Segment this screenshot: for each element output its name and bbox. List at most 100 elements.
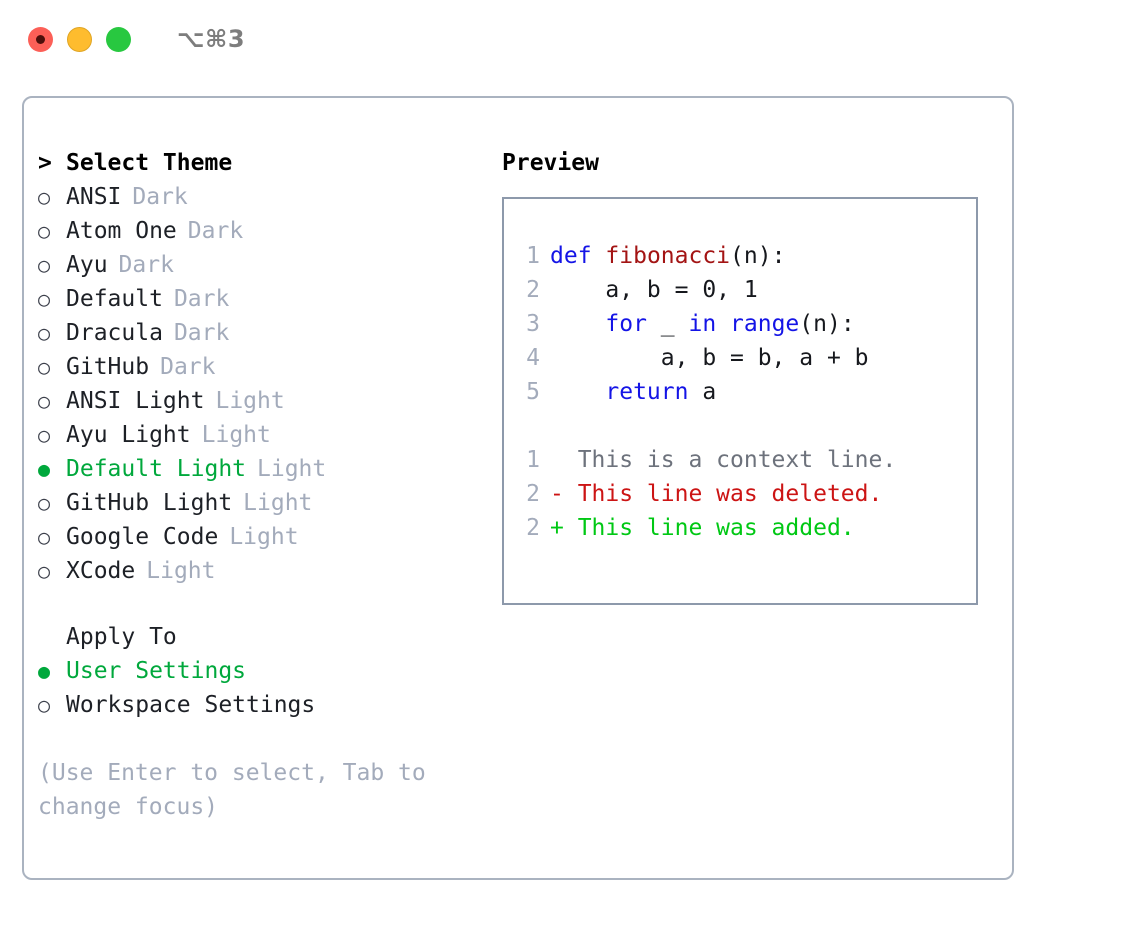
radio-unselected-icon: ○ — [38, 423, 51, 447]
code-token — [550, 311, 605, 337]
apply-to-item[interactable]: ●User Settings — [38, 658, 492, 692]
minimize-button[interactable] — [67, 26, 92, 52]
code-line: 5 return a — [504, 379, 976, 413]
theme-name-label: GitHub — [66, 354, 150, 380]
code-token: a — [688, 379, 717, 405]
code-token — [550, 379, 605, 405]
code-token: a, b = b, a + b — [550, 345, 869, 371]
traffic-lights — [28, 26, 131, 52]
code-line: 4 a, b = b, a + b — [504, 345, 976, 379]
diff-text: This is a context line. — [550, 447, 897, 473]
keyboard-shortcut-label: ⌥⌘3 — [177, 25, 246, 53]
line-number: 5 — [526, 379, 540, 405]
diff-line: 2- This line was deleted. — [504, 481, 976, 515]
code-text: a, b = 0, 1 — [550, 277, 758, 303]
theme-list-item[interactable]: ○ XCode Light — [38, 558, 492, 592]
apply-to-label: User Settings — [66, 658, 247, 684]
theme-list-item[interactable]: ○ Atom One Dark — [38, 218, 492, 252]
maximize-button[interactable] — [106, 26, 131, 52]
radio-unselected-icon: ○ — [38, 559, 51, 583]
apply-to-bullet-placeholder: ○ — [38, 625, 66, 649]
theme-list-item[interactable]: ○ Google Code Light — [38, 524, 492, 558]
line-number: 4 — [526, 345, 540, 371]
code-token: range — [730, 311, 800, 337]
theme-mode-label: Dark — [132, 184, 188, 210]
theme-mode-label: Light — [201, 422, 271, 448]
theme-name-label: Google Code — [66, 524, 219, 550]
code-token: _ — [646, 311, 689, 337]
line-number: 3 — [526, 311, 540, 337]
keyboard-hint-text: (Use Enter to select, Tab to change focu… — [38, 760, 426, 820]
code-token: (n): — [730, 243, 786, 269]
code-token: return — [605, 379, 689, 405]
code-text: def fibonacci(n): — [550, 243, 785, 269]
radio-unselected-icon: ○ — [38, 287, 51, 311]
apply-to-list: ●User Settings○Workspace Settings — [38, 658, 492, 726]
theme-mode-label: Dark — [118, 252, 174, 278]
prompt-caret-icon: > — [38, 150, 52, 176]
theme-list-item[interactable]: ○ ANSI Dark — [38, 184, 492, 218]
code-token: def — [550, 243, 592, 269]
theme-list-item[interactable]: ○ GitHub Dark — [38, 354, 492, 388]
code-token: (n): — [799, 311, 855, 337]
code-text: a, b = b, a + b — [550, 345, 869, 371]
line-number: 1 — [526, 243, 540, 269]
code-token — [592, 243, 606, 269]
list-spacer — [38, 592, 492, 624]
theme-name-label: Ayu Light — [66, 422, 191, 448]
theme-list-item[interactable]: ○ Ayu Dark — [38, 252, 492, 286]
theme-mode-label: Light — [243, 490, 313, 516]
code-line: 2 a, b = 0, 1 — [504, 277, 976, 311]
diff-line: 1 This is a context line. — [504, 447, 976, 481]
theme-list-item[interactable]: ○ Default Dark — [38, 286, 492, 320]
select-theme-header: > Select Theme — [38, 150, 492, 184]
theme-name-label: Default Light — [66, 456, 247, 482]
code-text: return a — [550, 379, 716, 405]
radio-unselected-icon: ○ — [38, 219, 51, 243]
theme-name-label: XCode — [66, 558, 136, 584]
theme-mode-label: Light — [146, 558, 216, 584]
theme-mode-label: Dark — [187, 218, 244, 244]
code-line: 1 def fibonacci(n): — [504, 243, 976, 277]
theme-name-label: ANSI Light — [66, 388, 205, 414]
theme-name-label: Default — [66, 286, 163, 312]
radio-unselected-icon: ○ — [38, 693, 51, 717]
line-number: 2 — [526, 515, 540, 541]
theme-mode-label: Light — [215, 388, 285, 414]
apply-to-title: Apply To — [66, 624, 177, 650]
theme-name-label: Ayu — [66, 252, 108, 278]
theme-mode-label: Dark — [160, 354, 216, 380]
code-text: for _ in range(n): — [550, 311, 855, 337]
theme-name-label: Atom One — [66, 218, 177, 244]
theme-mode-label: Light — [229, 524, 299, 550]
diff-sample: 1 This is a context line.2- This line wa… — [504, 447, 976, 549]
preview-title: Preview — [502, 150, 599, 176]
radio-selected-icon: ● — [38, 457, 51, 481]
theme-mode-label: Dark — [173, 286, 230, 312]
theme-mode-label: Dark — [173, 320, 230, 346]
code-token: a, b = 0, 1 — [550, 277, 758, 303]
theme-name-label: ANSI — [66, 184, 122, 210]
radio-unselected-icon: ○ — [38, 525, 51, 549]
title-bar: ⌥⌘3 — [0, 0, 1140, 78]
radio-unselected-icon: ○ — [38, 355, 51, 379]
theme-list-item[interactable]: ○ Ayu Light Light — [38, 422, 492, 456]
theme-name-label: Dracula — [66, 320, 163, 346]
diff-text: + This line was added. — [550, 515, 855, 541]
apply-to-header: ○ Apply To — [38, 624, 492, 658]
theme-name-label: GitHub Light — [66, 490, 233, 516]
apply-to-item[interactable]: ○Workspace Settings — [38, 692, 492, 726]
radio-unselected-icon: ○ — [38, 185, 51, 209]
diff-text: - This line was deleted. — [550, 481, 883, 507]
radio-unselected-icon: ○ — [38, 253, 51, 277]
close-button[interactable] — [28, 26, 53, 52]
